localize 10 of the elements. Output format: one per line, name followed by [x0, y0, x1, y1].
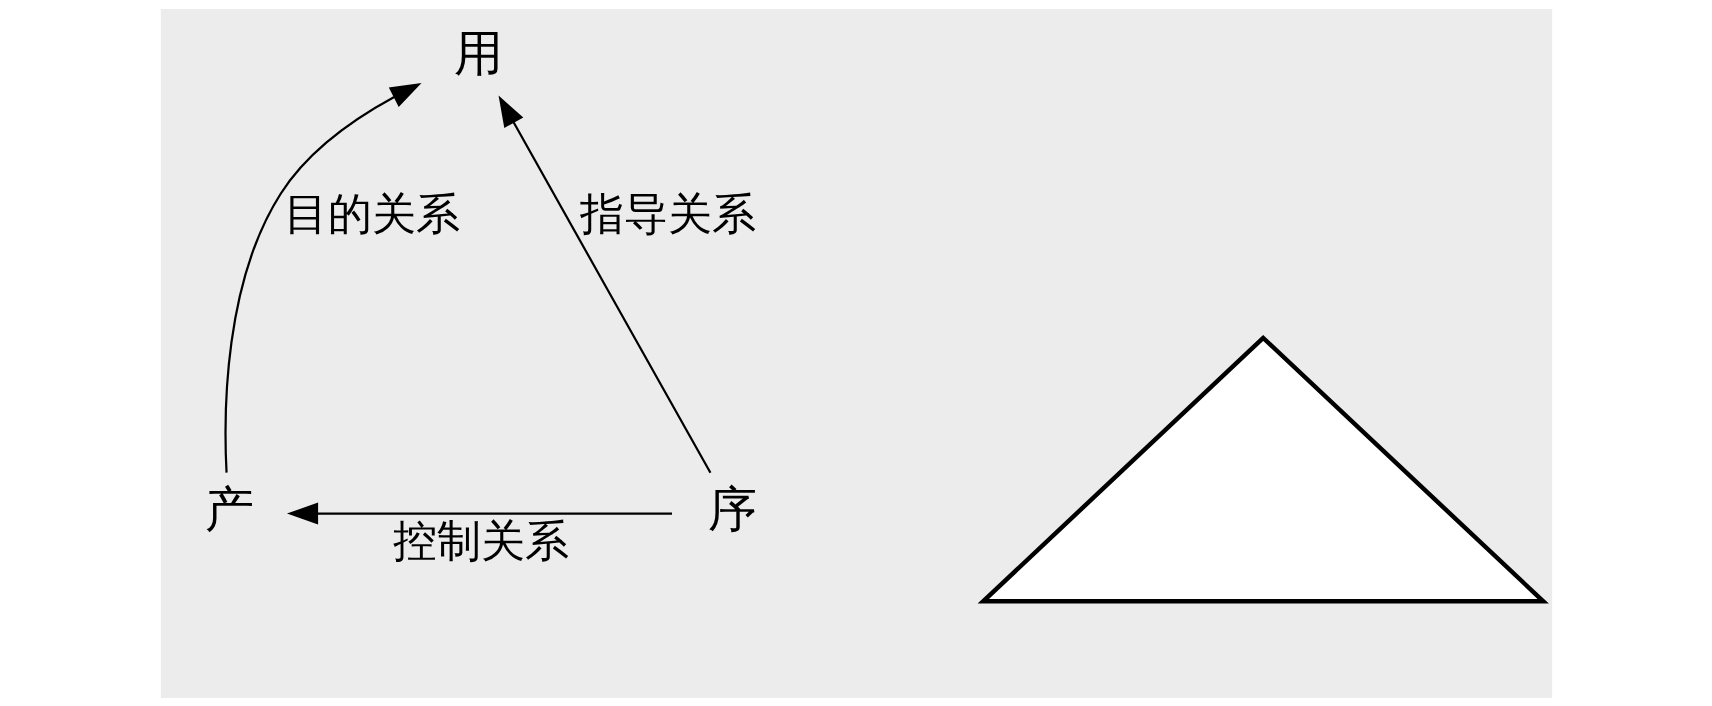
node-triangle: [977, 334, 1549, 604]
arrow: [498, 95, 711, 473]
edge-label: 目的关系: [283, 187, 460, 239]
arrow: [286, 502, 672, 524]
arrow: [223, 82, 421, 473]
edge-label: 指导关系: [579, 187, 756, 239]
node-text: 用: [453, 24, 503, 82]
edge-label: 控制关系: [392, 514, 569, 566]
node-text: 产: [204, 480, 254, 538]
node-text: 序: [707, 480, 757, 538]
